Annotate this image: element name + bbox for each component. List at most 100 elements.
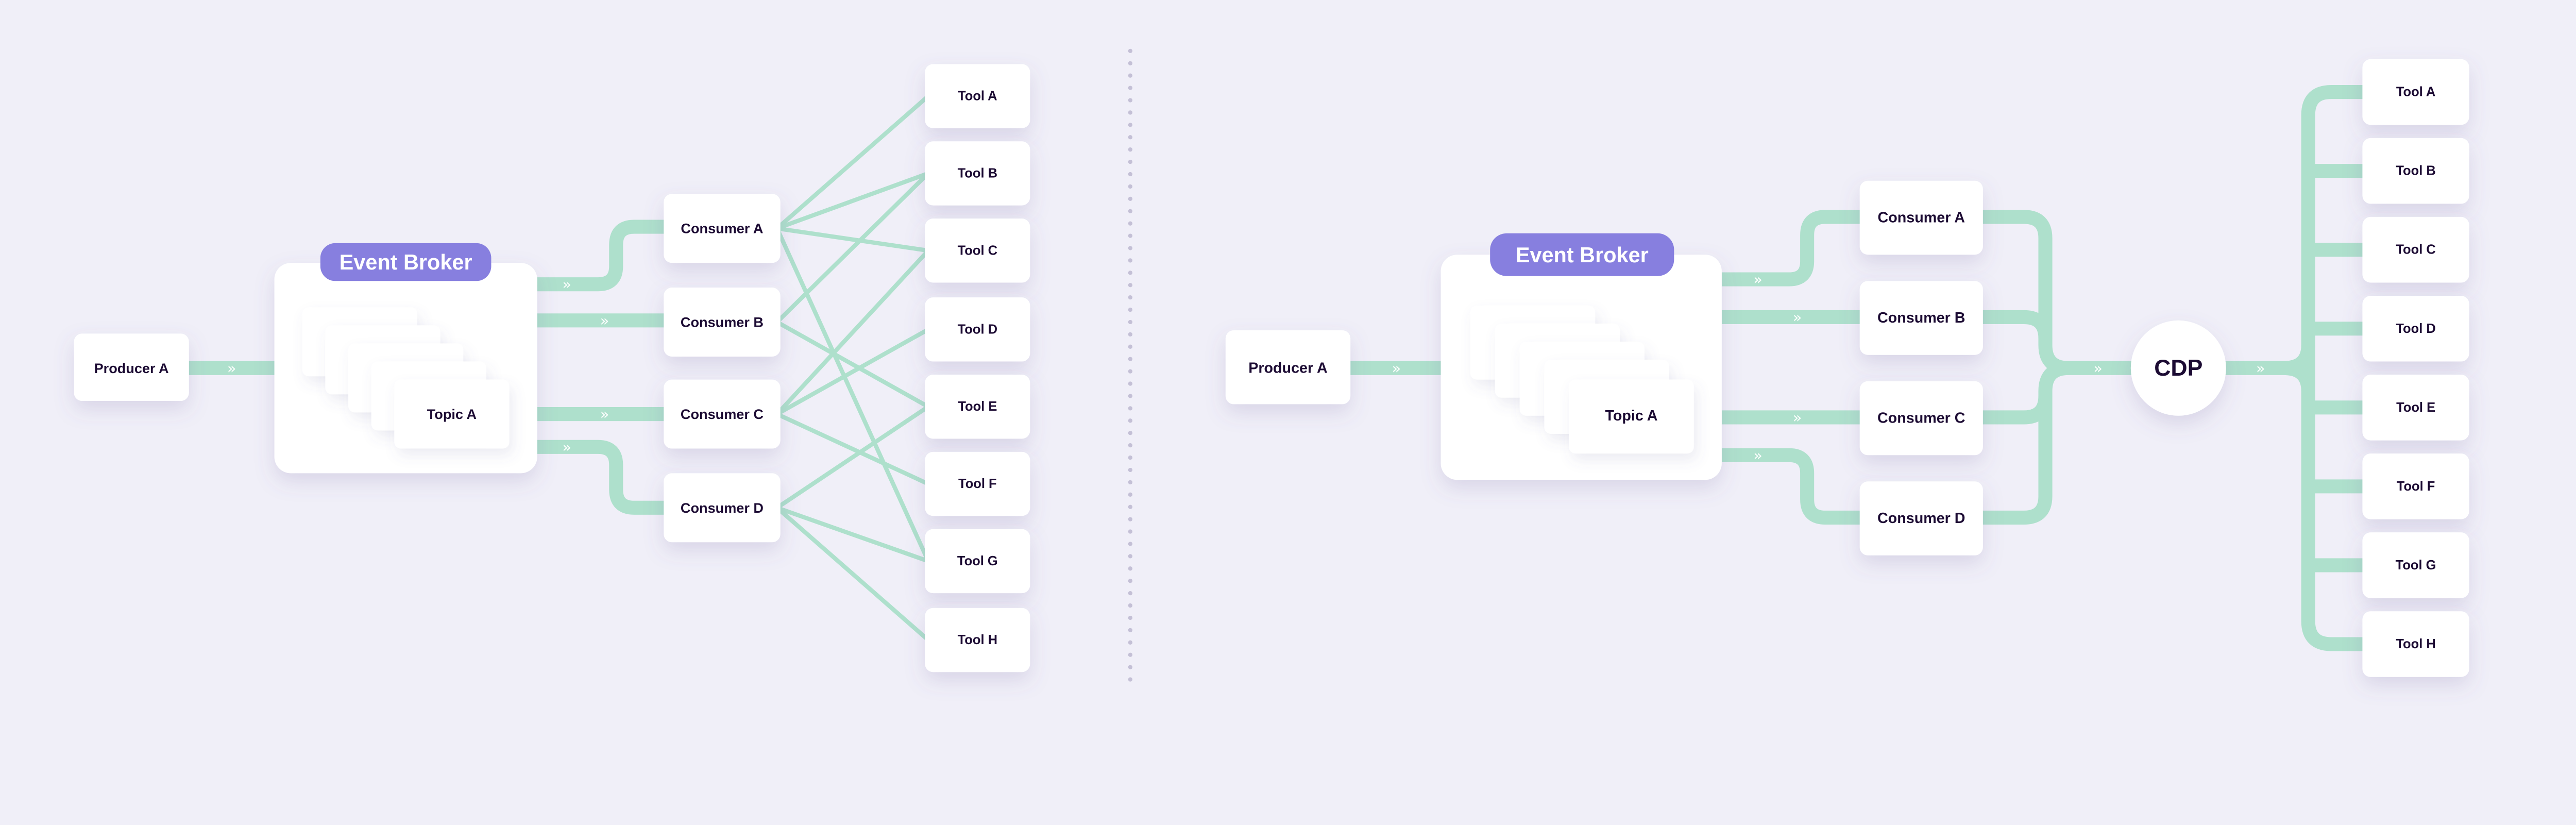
- divider-dot: [1128, 467, 1133, 473]
- double-chevron-right-icon: »: [227, 359, 236, 377]
- tool-node[interactable]: Tool E: [925, 375, 1030, 439]
- tool-node[interactable]: Tool D: [925, 297, 1030, 362]
- tool-list: Tool A Tool B Tool C Tool D Tool E Tool F Tool…: [925, 64, 1030, 672]
- consumer-node[interactable]: Consumer A: [664, 194, 781, 263]
- double-chevron-right-icon: »: [562, 438, 571, 456]
- topic-stack: Topic A: [1470, 306, 1694, 454]
- broker-label: Event Broker: [340, 250, 472, 274]
- double-chevron-right-icon: »: [1392, 359, 1401, 377]
- topic-label: Topic A: [427, 406, 477, 422]
- tool-branches: [2308, 164, 2364, 573]
- consumer-node[interactable]: Consumer C: [1859, 381, 1983, 456]
- divider-dot: [1128, 319, 1133, 325]
- divider-dot: [1128, 246, 1133, 250]
- divider-dot: [1128, 258, 1133, 263]
- tool-node[interactable]: Tool H: [2362, 611, 2469, 677]
- tool-node-label: Tool H: [958, 633, 997, 647]
- tool-node[interactable]: Tool B: [2362, 138, 2469, 204]
- topic-label: Topic A: [1605, 408, 1657, 424]
- divider-dot: [1128, 61, 1133, 65]
- tool-node[interactable]: Tool C: [2362, 216, 2469, 283]
- divider-dot: [1128, 123, 1133, 127]
- divider-dot: [1128, 677, 1133, 682]
- tool-node[interactable]: Tool E: [2362, 375, 2469, 441]
- divider-dot: [1128, 517, 1133, 521]
- divider-dot: [1128, 332, 1133, 337]
- tool-node[interactable]: Tool A: [2362, 59, 2469, 125]
- pipe-consumer-c-cdp: [1981, 395, 2053, 425]
- divider-dot: [1128, 184, 1133, 189]
- divider-dot: [1128, 172, 1133, 177]
- tool-node[interactable]: Tool B: [925, 141, 1030, 206]
- tool-node[interactable]: Tool G: [2362, 532, 2469, 598]
- right-diagram: » » » » » » » Producer A Topic A Event B…: [1225, 59, 2469, 677]
- tool-node[interactable]: Tool A: [925, 64, 1030, 128]
- divider-dot: [1128, 147, 1133, 152]
- divider-dot: [1128, 110, 1133, 115]
- consumer-node[interactable]: Consumer A: [1859, 180, 1983, 255]
- divider-dot: [1128, 271, 1133, 275]
- tool-list: Tool A Tool B Tool C Tool D Tool E Tool F Tool…: [2362, 59, 2469, 677]
- tool-bus: [2301, 85, 2364, 651]
- tool-node[interactable]: Tool G: [925, 529, 1030, 594]
- consumer-node-label: Consumer D: [681, 500, 764, 516]
- producer-node[interactable]: Producer A: [74, 333, 189, 401]
- topic-stack: Topic A: [302, 307, 510, 449]
- event-broker[interactable]: Topic A Event Broker: [274, 243, 537, 474]
- consumer-tool-link: [775, 506, 930, 564]
- consumer-node[interactable]: Consumer D: [664, 473, 781, 543]
- divider-dot: [1128, 431, 1133, 435]
- left-flow-icons: » » » » »: [227, 276, 609, 456]
- consumer-list: Consumer A Consumer B Consumer C Consumer D: [1859, 180, 1983, 555]
- divider-dot: [1128, 566, 1133, 571]
- divider-dot: [1128, 295, 1133, 300]
- divider-dot: [1128, 48, 1133, 53]
- tool-node[interactable]: Tool D: [2362, 295, 2469, 362]
- consumer-node-label: Consumer C: [1877, 410, 1965, 427]
- producer-label: Producer A: [1248, 360, 1328, 376]
- divider-dot: [1128, 652, 1133, 657]
- double-chevron-right-icon: »: [562, 276, 571, 293]
- consumer-node-label: Consumer B: [681, 314, 764, 330]
- consumer-node-label: Consumer B: [1877, 310, 1965, 326]
- consumer-node[interactable]: Consumer C: [664, 379, 781, 449]
- divider-dot: [1128, 209, 1133, 213]
- producer-node[interactable]: Producer A: [1225, 330, 1351, 405]
- tool-node-label: Tool F: [2397, 479, 2435, 494]
- tool-node-label: Tool D: [958, 322, 997, 336]
- tool-node-label: Tool E: [958, 399, 997, 414]
- pipe-broker-consumer-a: [537, 220, 666, 292]
- producer-label: Producer A: [94, 360, 169, 376]
- consumer-tool-link: [775, 506, 930, 643]
- consumer-tool-link: [775, 94, 930, 231]
- cdp-node[interactable]: CDP: [2130, 320, 2226, 416]
- divider-dot: [1128, 221, 1133, 226]
- diagram-canvas: » » » » » Producer A Topic A Event Broke…: [74, 48, 2469, 682]
- tool-node-label: Tool A: [958, 89, 997, 104]
- tool-node[interactable]: Tool F: [2362, 453, 2469, 519]
- divider-dot: [1128, 665, 1133, 669]
- consumer-tool-link: [775, 171, 930, 231]
- divider-dot: [1128, 369, 1133, 374]
- consumer-node[interactable]: Consumer B: [1859, 281, 1983, 355]
- dotted-divider: [1128, 48, 1133, 682]
- tool-node[interactable]: Tool F: [925, 451, 1030, 516]
- divider-dot: [1128, 418, 1133, 423]
- right-flow-icons: » » » » » » »: [1392, 271, 2265, 464]
- tool-node-label: Tool C: [958, 243, 997, 258]
- tool-node[interactable]: Tool H: [925, 608, 1030, 672]
- double-chevron-right-icon: »: [1793, 308, 1802, 326]
- divider-dot: [1128, 492, 1133, 497]
- consumer-node[interactable]: Consumer B: [664, 288, 781, 357]
- event-broker[interactable]: Topic A Event Broker: [1440, 233, 1722, 480]
- left-pipes: [189, 220, 666, 515]
- tool-node-label: Tool H: [2396, 637, 2435, 651]
- divider-dot: [1128, 542, 1133, 546]
- consumer-node-label: Consumer D: [1877, 510, 1965, 527]
- divider-dot: [1128, 381, 1133, 386]
- tool-node[interactable]: Tool C: [925, 218, 1030, 283]
- double-chevron-right-icon: »: [2093, 359, 2103, 377]
- consumer-node[interactable]: Consumer D: [1859, 481, 1983, 555]
- consumer-tool-link: [775, 248, 930, 416]
- tool-node-label: Tool D: [2396, 322, 2435, 336]
